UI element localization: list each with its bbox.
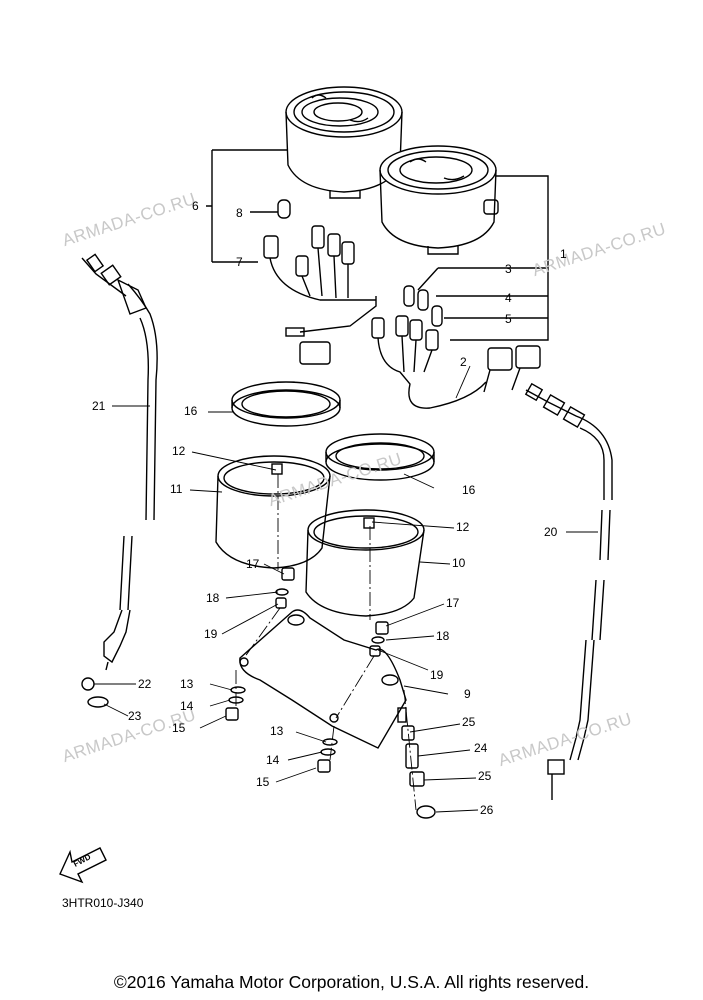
callout-14: 14 <box>266 753 280 767</box>
ring-16-left <box>231 381 341 427</box>
callout-24: 24 <box>474 741 488 755</box>
callout-4: 4 <box>505 291 512 305</box>
bulb-8 <box>277 199 291 219</box>
callout-25: 25 <box>462 715 476 729</box>
right-meter-assembly <box>379 145 499 255</box>
callout-16: 16 <box>184 404 198 418</box>
callout-12: 12 <box>172 444 186 458</box>
callout-22: 22 <box>138 677 152 691</box>
cable-21 <box>81 253 158 671</box>
socket-cluster-7 <box>263 225 377 365</box>
callout-15: 15 <box>256 775 270 789</box>
callout-23: 23 <box>128 709 142 723</box>
callout-21: 21 <box>92 399 106 413</box>
callout-25: 25 <box>478 769 492 783</box>
callout-17: 17 <box>446 596 460 610</box>
callout-20: 20 <box>544 525 558 539</box>
callout-10: 10 <box>452 556 466 570</box>
callout-5: 5 <box>505 312 512 326</box>
case-11 <box>215 455 331 569</box>
callout-2: 2 <box>460 355 467 369</box>
callout-19: 19 <box>204 627 218 641</box>
callout-6: 6 <box>192 199 199 213</box>
socket-cluster-2 <box>371 285 541 409</box>
callout-26: 26 <box>480 803 494 817</box>
callout-18: 18 <box>206 591 220 605</box>
callout-13: 13 <box>180 677 194 691</box>
callout-1: 1 <box>560 247 567 261</box>
cable-20 <box>524 382 613 800</box>
callout-18: 18 <box>436 629 450 643</box>
copyright-notice: ©2016 Yamaha Motor Corporation, U.S.A. A… <box>113 972 590 992</box>
left-meter-assembly <box>285 86 403 199</box>
callout-14: 14 <box>180 699 194 713</box>
callout-9: 9 <box>464 687 471 701</box>
callout-3: 3 <box>505 262 512 276</box>
callout-13: 13 <box>270 724 284 738</box>
fwd-arrow-icon <box>59 847 107 884</box>
reference-code: 3HTR010-J340 <box>62 896 144 910</box>
callout-16: 16 <box>462 483 476 497</box>
callout-19: 19 <box>430 668 444 682</box>
callout-17: 17 <box>246 557 260 571</box>
ring-16-right <box>325 433 435 481</box>
callout-8: 8 <box>236 206 243 220</box>
callout-7: 7 <box>236 255 243 269</box>
case-10 <box>305 509 425 617</box>
callout-12: 12 <box>456 520 470 534</box>
bracket-9 <box>239 609 407 749</box>
callout-15: 15 <box>172 721 186 735</box>
callout-11: 11 <box>170 482 183 496</box>
